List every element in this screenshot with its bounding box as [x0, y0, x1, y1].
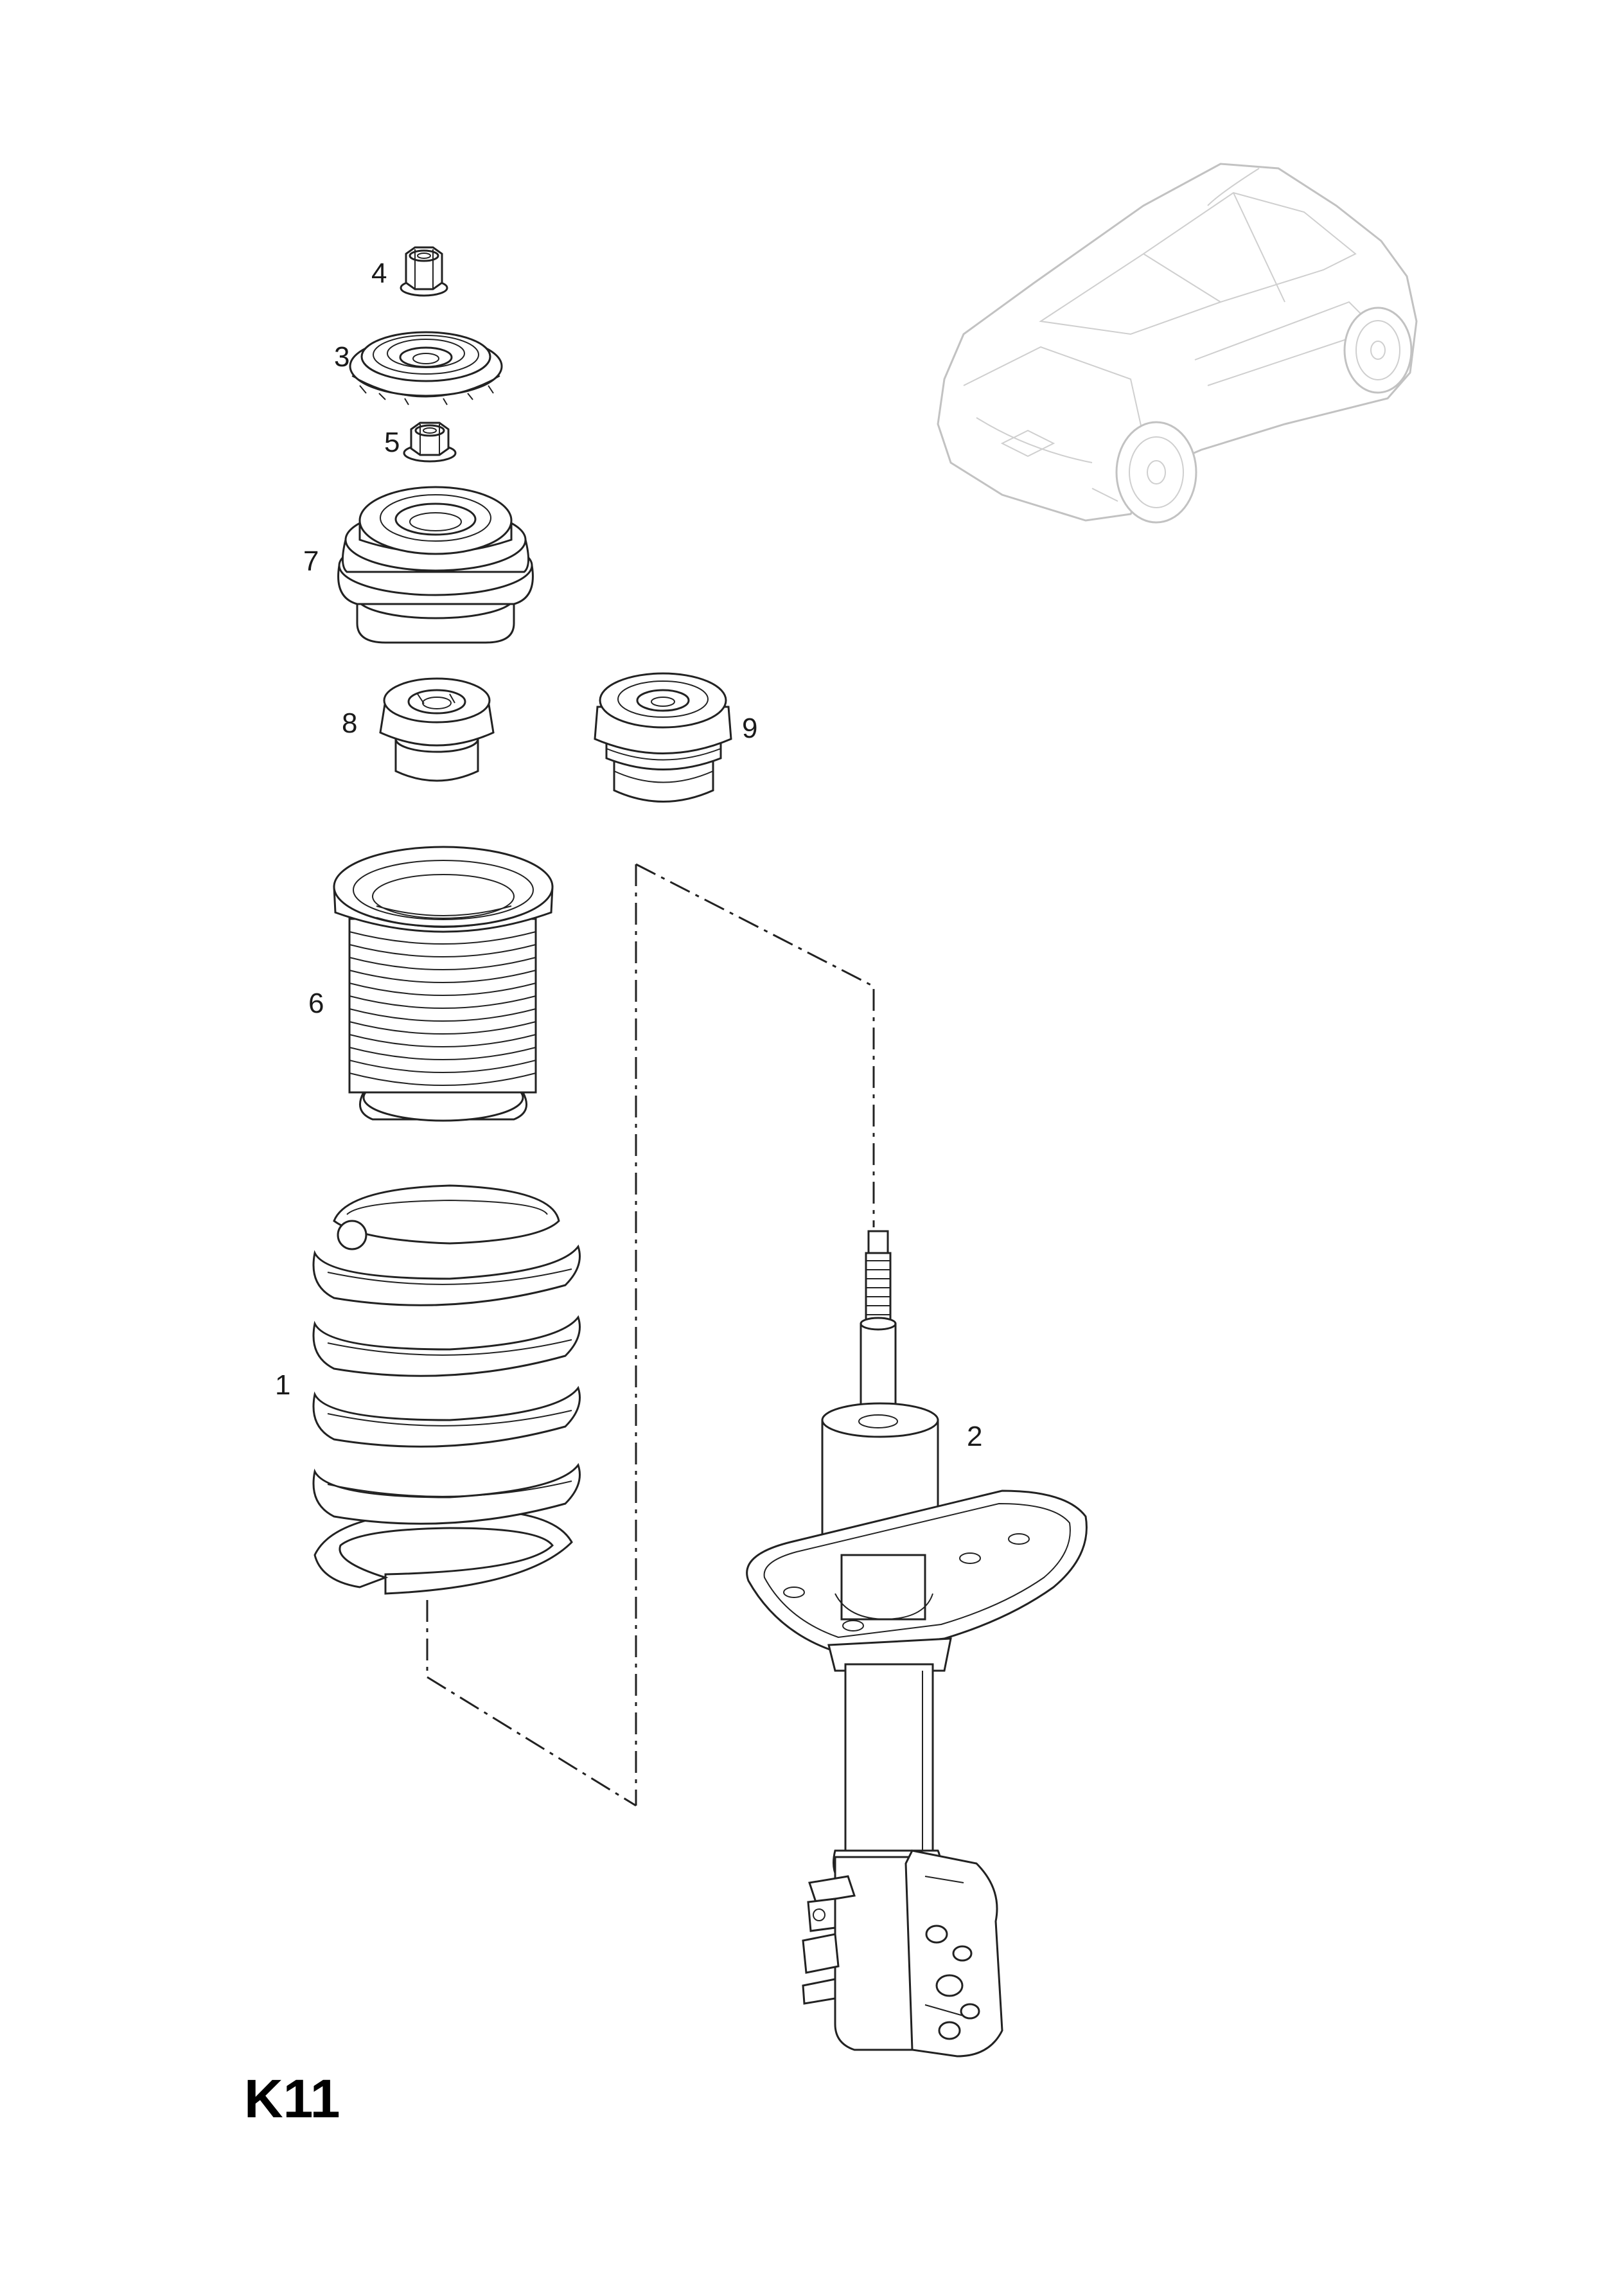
part-4-nut — [400, 246, 448, 297]
part-1-coil-spring — [312, 1184, 581, 1595]
callout-1: 1 — [275, 1369, 290, 1401]
part-7-strut-mount — [337, 486, 534, 644]
callout-4: 4 — [371, 258, 387, 289]
callout-9: 9 — [742, 713, 757, 744]
callout-3: 3 — [334, 341, 349, 373]
callout-2: 2 — [967, 1421, 982, 1452]
part-8-bump-stop-top — [379, 677, 495, 782]
callout-labels: 4 3 5 7 8 9 6 1 2 K11 — [244, 258, 982, 2129]
part-2-shock-absorber — [746, 1230, 1088, 2058]
part-5-nut — [403, 422, 457, 463]
callout-7: 7 — [303, 546, 319, 577]
part-9-bump-stop — [594, 672, 732, 803]
diagram-reference-code: K11 — [244, 2068, 340, 2129]
callout-6: 6 — [308, 988, 324, 1019]
assembly-lines — [426, 863, 875, 1807]
part-6-dust-boot — [333, 846, 554, 1122]
part-3-bearing-plate — [349, 331, 503, 405]
callout-8: 8 — [342, 707, 357, 739]
callout-5: 5 — [384, 427, 400, 458]
vehicle-thumbnail — [937, 163, 1418, 524]
